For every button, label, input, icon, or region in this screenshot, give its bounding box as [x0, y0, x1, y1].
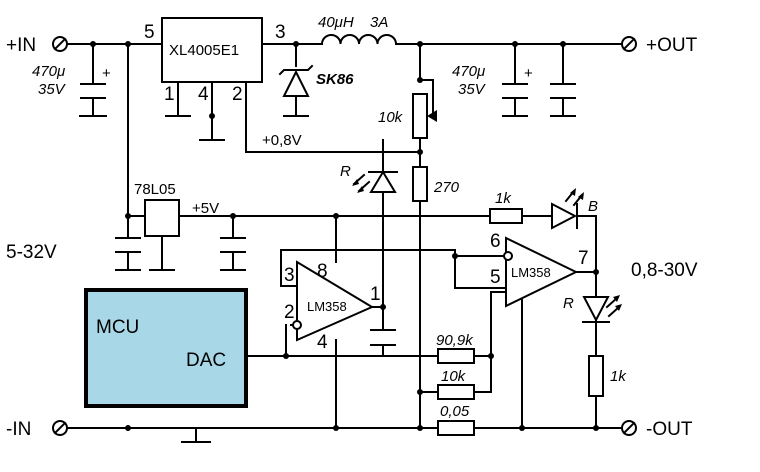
schottky-diode — [278, 64, 314, 97]
ldo-input-cap — [115, 237, 141, 253]
resistor-1k-red — [588, 355, 604, 397]
opamp1-pin-1: 1 — [370, 284, 381, 305]
schottky-label: SK86 — [316, 71, 354, 88]
input-range-label: 5-32V — [6, 242, 57, 263]
input-cap-voltage: 35V — [38, 81, 67, 98]
led-red-output — [582, 295, 622, 323]
opamp1-wires — [247, 249, 456, 429]
ldo-78l05-body — [144, 199, 180, 237]
output-electrolytic-cap — [502, 83, 528, 99]
terminal-in-neg[interactable] — [52, 420, 68, 436]
opamp1-pin-8: 8 — [317, 261, 328, 282]
terminal-out-neg-label: -OUT — [646, 419, 693, 440]
opamp2-pin-6: 6 — [490, 231, 501, 252]
xl4005-pin-5: 5 — [144, 22, 155, 43]
inductor-current: 3A — [370, 14, 388, 31]
xl4005-name: XL4005E1 — [169, 42, 239, 59]
shunt-resistor-label: 0,05 — [440, 403, 470, 420]
opamp2-pin-5: 5 — [490, 267, 501, 288]
opamp1-pin-2: 2 — [284, 302, 295, 323]
mcu-label: MCU — [96, 317, 139, 338]
xl4005-pin-2: 2 — [232, 84, 243, 105]
output-cap-value: 470μ — [452, 63, 485, 80]
xl4005-ic-body — [161, 17, 263, 83]
resistor-90k9-label: 90,9k — [436, 332, 474, 349]
opamp2-name: LM358 — [511, 265, 551, 280]
potentiometer-10k[interactable] — [412, 93, 437, 139]
terminal-in-pos[interactable] — [52, 36, 68, 52]
dac-label: DAC — [186, 350, 226, 371]
led-red-feedback — [352, 170, 398, 193]
opamp1-pin-3: 3 — [284, 265, 295, 286]
resistor-1k-blue — [489, 208, 523, 224]
opamp1-pin-4: 4 — [317, 332, 328, 353]
output-cap-voltage: 35V — [458, 81, 487, 98]
resistor-1k-blue-label: 1k — [495, 190, 512, 207]
terminal-out-pos-label: +OUT — [646, 35, 698, 56]
terminal-out-neg[interactable] — [621, 420, 637, 436]
led-blue — [551, 188, 584, 230]
led-red-output-label: R — [563, 295, 574, 312]
ldo-name: 78L05 — [134, 181, 176, 198]
opamp2-symbol — [503, 236, 579, 308]
xl4005-pin-wires — [165, 81, 421, 153]
resistor-270-label: 270 — [433, 179, 460, 196]
led-blue-label: B — [588, 198, 598, 215]
opamp1-name: LM358 — [307, 299, 347, 314]
xl4005-pin-4: 4 — [198, 84, 209, 105]
inductor-coil — [320, 34, 398, 46]
resistor-1k-red-label: 1k — [610, 368, 627, 385]
resistor-10k — [437, 384, 475, 400]
ldo-output-label: +5V — [192, 200, 219, 217]
vref-label: +0,8V — [262, 132, 302, 149]
mcu-block — [84, 288, 248, 408]
output-cap-plus: + — [524, 65, 533, 82]
led-red-feedback-label: R — [340, 163, 351, 180]
resistor-10k-label: 10k — [441, 368, 467, 385]
opamp1-symbol — [292, 260, 375, 342]
opamp1-comp-cap — [370, 329, 396, 346]
resistor-90k9 — [437, 348, 475, 364]
terminal-in-pos-label: +IN — [6, 35, 36, 56]
input-cap-plus: + — [102, 65, 111, 82]
shunt-resistor — [437, 420, 475, 436]
xl4005-pin-1: 1 — [164, 84, 175, 105]
bottom-rail-wires — [66, 427, 623, 443]
input-cap-value: 470μ — [32, 63, 65, 80]
resistor-270 — [412, 166, 428, 202]
pot-label: 10k — [378, 109, 404, 126]
terminal-out-pos[interactable] — [621, 36, 637, 52]
opamp2-pin-7: 7 — [578, 248, 589, 269]
input-electrolytic-cap — [80, 83, 106, 99]
inductor-value: 40μH — [318, 14, 354, 31]
xl4005-pin-3: 3 — [275, 22, 286, 43]
output-ceramic-cap — [550, 83, 576, 99]
ldo-output-cap — [220, 237, 246, 253]
output-range-label: 0,8-30V — [631, 260, 698, 281]
terminal-in-neg-label: -IN — [6, 419, 31, 440]
junction-dots — [90, 41, 599, 431]
